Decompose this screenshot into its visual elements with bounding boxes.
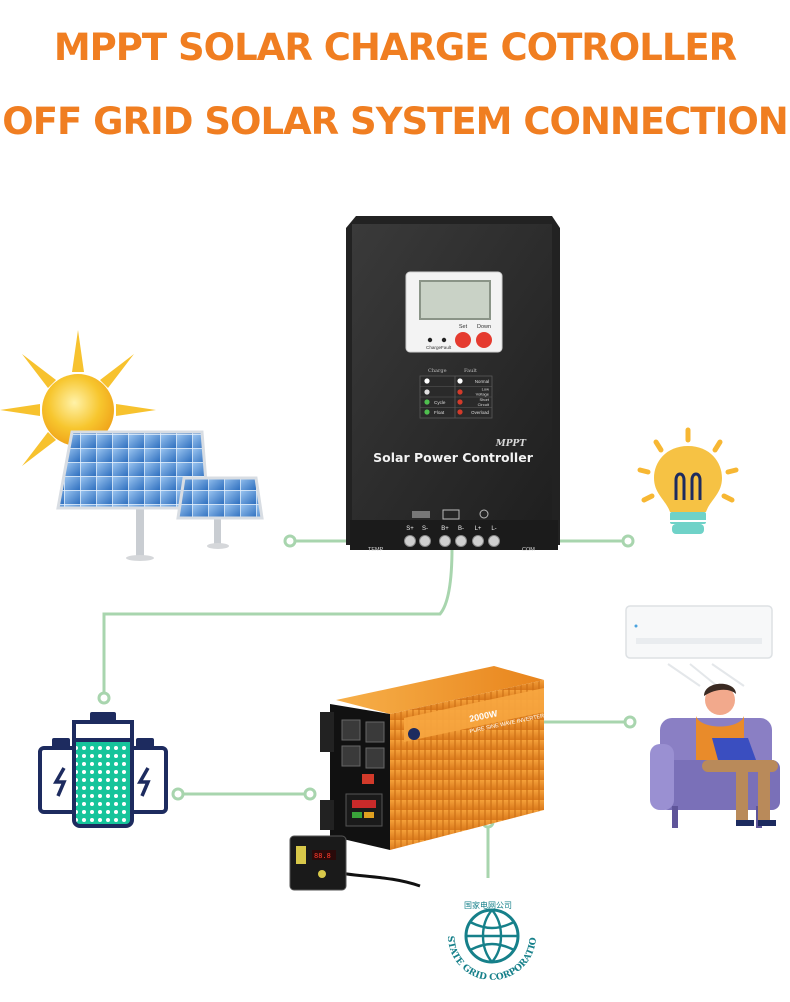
inverter: 2000W PURE SINE WAVE INVERTER 88.8 xyxy=(289,666,545,891)
overload-indicator-icon xyxy=(457,409,463,415)
set-button[interactable] xyxy=(455,332,471,348)
ac-outlet[interactable] xyxy=(365,721,385,743)
terminal-b-minus: B- xyxy=(458,526,464,532)
indicator-cycle: Cycle xyxy=(434,400,446,405)
terminal-s-minus: S- xyxy=(422,526,428,532)
brand-logo-icon xyxy=(408,728,420,740)
set-button-label: Set xyxy=(459,324,468,330)
sun-indicator-icon xyxy=(424,378,430,384)
node xyxy=(97,691,111,705)
down-button[interactable] xyxy=(476,332,492,348)
battery-indicator-icon xyxy=(424,389,430,395)
label-com: COM xyxy=(522,547,535,553)
remote-power-button[interactable] xyxy=(318,870,326,878)
indicator-overload: Overload xyxy=(471,410,489,415)
terminal-screw[interactable] xyxy=(419,535,431,547)
node xyxy=(283,534,297,548)
terminal-screw[interactable] xyxy=(488,535,500,547)
battery-bank-icon xyxy=(38,712,168,828)
ac-outlet[interactable] xyxy=(341,745,361,767)
ac-outlet[interactable] xyxy=(341,719,361,741)
line-controller-to-battery xyxy=(102,547,454,698)
remote-display-value: 88.8 xyxy=(314,852,331,860)
node xyxy=(623,715,637,729)
ac-outlet[interactable] xyxy=(365,747,385,769)
indicator-float: Float xyxy=(434,410,445,415)
charge-led xyxy=(427,337,433,343)
brand-mppt: MPPT xyxy=(495,439,527,449)
battery-terminal-icon xyxy=(442,509,460,520)
person-with-laptop-icon xyxy=(650,683,780,828)
node xyxy=(171,787,185,801)
down-button-label: Down xyxy=(477,324,491,330)
terminal-l-plus: L+ xyxy=(475,526,482,532)
terminal-b-plus: B+ xyxy=(441,526,449,532)
low-voltage-indicator-icon xyxy=(457,389,463,395)
light-bulb-icon xyxy=(637,427,739,534)
brand-name: Solar Power Controller xyxy=(373,450,534,465)
indicator-circuit: Circuit xyxy=(478,402,490,407)
load-terminal-icon xyxy=(479,509,489,519)
charge-led-label: Charge xyxy=(426,345,442,350)
fault-led xyxy=(441,337,447,343)
mppt-controller: Set Down Charge Fault Charge Fault Cycle… xyxy=(346,216,560,553)
solar-panel-icon xyxy=(56,430,264,561)
fault-led-label: Fault xyxy=(441,345,452,350)
float-indicator-icon xyxy=(424,409,430,415)
indicator-voltage: Voltage xyxy=(476,392,490,397)
label-temp: TEMP xyxy=(368,547,384,553)
terminal-l-minus: L- xyxy=(491,526,496,532)
power-switch[interactable] xyxy=(362,774,374,784)
title-line-1: MPPT SOLAR CHARGE COTROLLER xyxy=(53,26,737,69)
short-circuit-indicator-icon xyxy=(457,399,463,405)
indicator-low: Low xyxy=(482,387,489,392)
terminal-screw[interactable] xyxy=(472,535,484,547)
terminal-screw[interactable] xyxy=(455,535,467,547)
grid-logo-top: 国家电网公司 xyxy=(464,900,512,910)
title-line-2: OFF GRID SOLAR SYSTEM CONNECTION xyxy=(2,100,789,143)
terminal-s-plus: S+ xyxy=(406,526,414,532)
cycle-indicator-icon xyxy=(424,399,430,405)
indicator-normal: Normal xyxy=(475,379,489,384)
normal-indicator-icon xyxy=(457,378,463,384)
solar-terminal-icon xyxy=(412,511,430,518)
terminal-screw[interactable] xyxy=(439,535,451,547)
air-conditioner-icon xyxy=(625,605,773,691)
node xyxy=(621,534,635,548)
node xyxy=(303,787,317,801)
indicator-header-fault: Fault xyxy=(464,368,477,374)
indicator-short: Short xyxy=(479,397,489,402)
terminal-screw[interactable] xyxy=(404,535,416,547)
indicator-header-charge: Charge xyxy=(428,368,447,374)
